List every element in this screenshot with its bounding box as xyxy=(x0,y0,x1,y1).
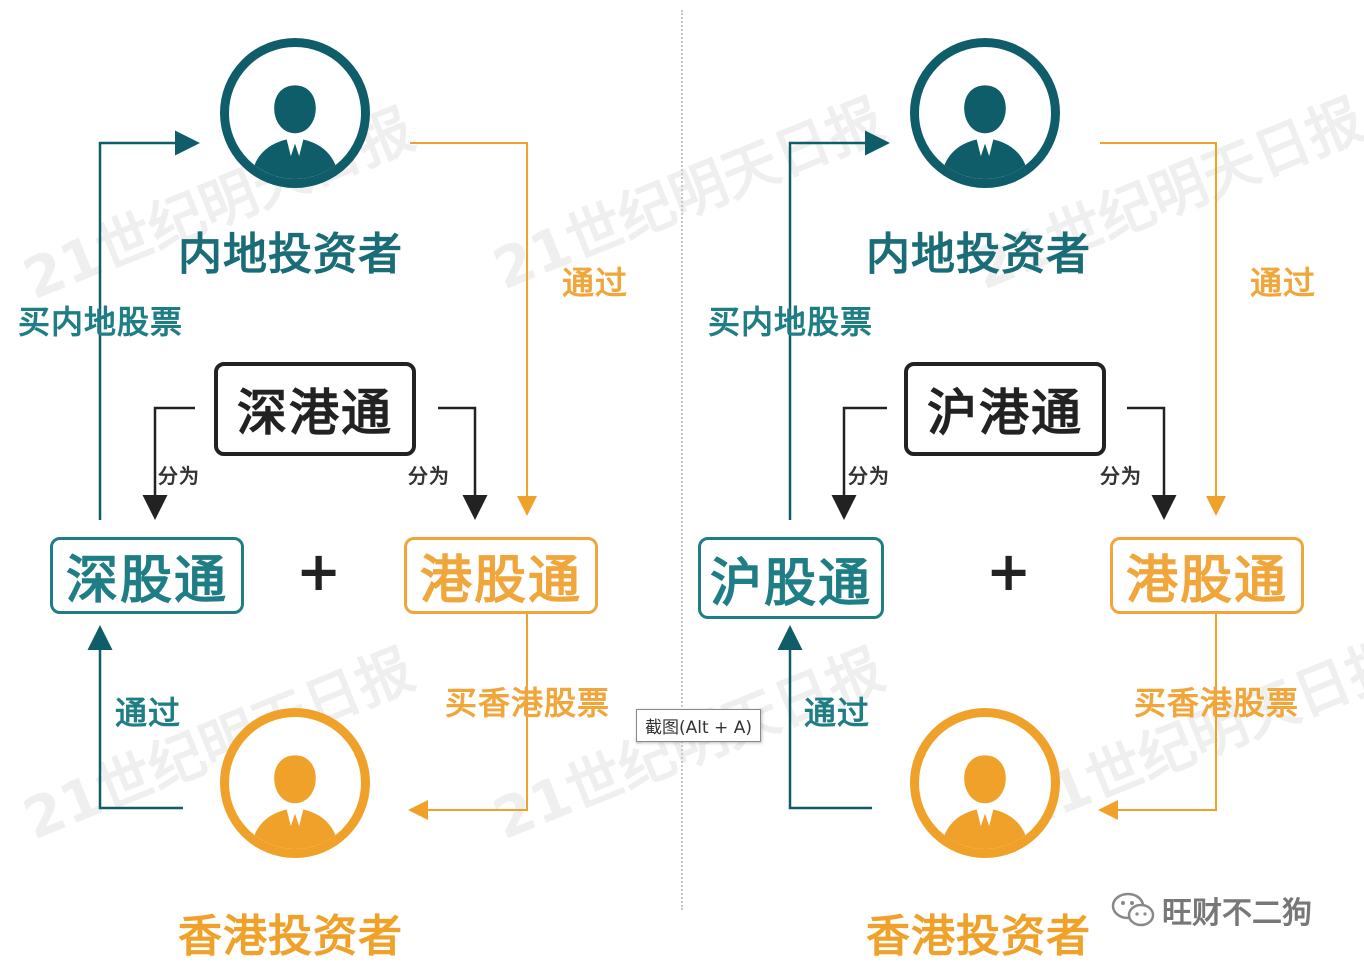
wechat-icon xyxy=(1111,892,1155,927)
via-label-bottom: 通过 xyxy=(115,694,182,732)
split-label-right: 分为 xyxy=(1100,464,1142,488)
split-label-left: 分为 xyxy=(848,464,890,488)
via-label-bottom: 通过 xyxy=(804,694,871,732)
buy-mainland-stocks-label: 买内地股票 xyxy=(18,303,184,341)
person-icon xyxy=(941,85,1029,179)
buy-hk-stocks-label: 买香港股票 xyxy=(1134,684,1300,722)
hk-investor-label: 香港投资者 xyxy=(178,911,403,962)
shenzhen-hk-connect-panel: 内地投资者 买内地股票 通过 深港通 分为 分为 深股通 + 港股通 通过 买香… xyxy=(0,0,682,963)
hk-investor-label: 香港投资者 xyxy=(866,911,1091,962)
buy-hk-stocks-label: 买香港股票 xyxy=(445,684,611,722)
mainland-investor-label: 内地投资者 xyxy=(178,229,403,280)
arrow-mainland-to-hk-connect xyxy=(410,142,537,516)
arrow-to-mainland xyxy=(788,130,890,520)
split-arrow-left xyxy=(142,406,195,520)
hk-connect-box: 港股通 xyxy=(404,537,598,614)
mainland-investor-avatar xyxy=(910,38,1060,188)
split-label-right: 分为 xyxy=(408,464,450,488)
arrow-to-hk-investor xyxy=(1098,614,1217,820)
southbound-northbound-box: 深股通 xyxy=(50,537,244,614)
brand-signature: 旺财不二狗 xyxy=(1110,888,1312,932)
hk-investor-avatar xyxy=(910,708,1060,858)
shanghai-hk-connect-panel: 内地投资者 买内地股票 通过 沪港通 分为 分为 沪股通 + 港股通 通过 买香… xyxy=(682,0,1364,963)
flow-arrows xyxy=(87,130,537,820)
split-arrow-left xyxy=(831,406,887,520)
split-arrow-right xyxy=(438,406,488,520)
arrow-to-hk-investor xyxy=(408,614,528,820)
split-arrow-right xyxy=(1127,406,1177,520)
plus-sign: + xyxy=(296,540,342,603)
shanghai-connect-box: 沪股通 xyxy=(698,537,884,619)
arrow-to-mainland xyxy=(98,130,200,520)
buy-mainland-stocks-label: 买内地股票 xyxy=(708,303,874,341)
flow-arrows xyxy=(777,130,1226,820)
split-label-left: 分为 xyxy=(158,464,200,488)
shenzhen-hk-connect-box: 深港通 xyxy=(214,362,416,456)
mainland-investor-label: 内地投资者 xyxy=(866,229,1091,280)
screenshot-tooltip: 截图(Alt + A) xyxy=(636,709,761,742)
mainland-investor-avatar xyxy=(220,38,370,188)
arrow-hk-to-connect xyxy=(87,625,183,810)
person-icon xyxy=(251,85,339,179)
person-icon xyxy=(941,755,1029,849)
hk-connect-box: 港股通 xyxy=(1110,537,1304,614)
via-label-top: 通过 xyxy=(562,264,629,302)
panel-divider xyxy=(681,10,683,910)
shanghai-hk-connect-box: 沪港通 xyxy=(904,362,1106,456)
arrow-mainland-to-hk-connect xyxy=(1100,142,1226,516)
brand-name: 旺财不二狗 xyxy=(1162,896,1312,931)
person-icon xyxy=(251,755,339,849)
via-label-top: 通过 xyxy=(1250,264,1317,302)
hk-investor-avatar xyxy=(220,708,370,858)
arrow-hk-to-connect xyxy=(777,625,872,810)
plus-sign: + xyxy=(986,540,1032,603)
